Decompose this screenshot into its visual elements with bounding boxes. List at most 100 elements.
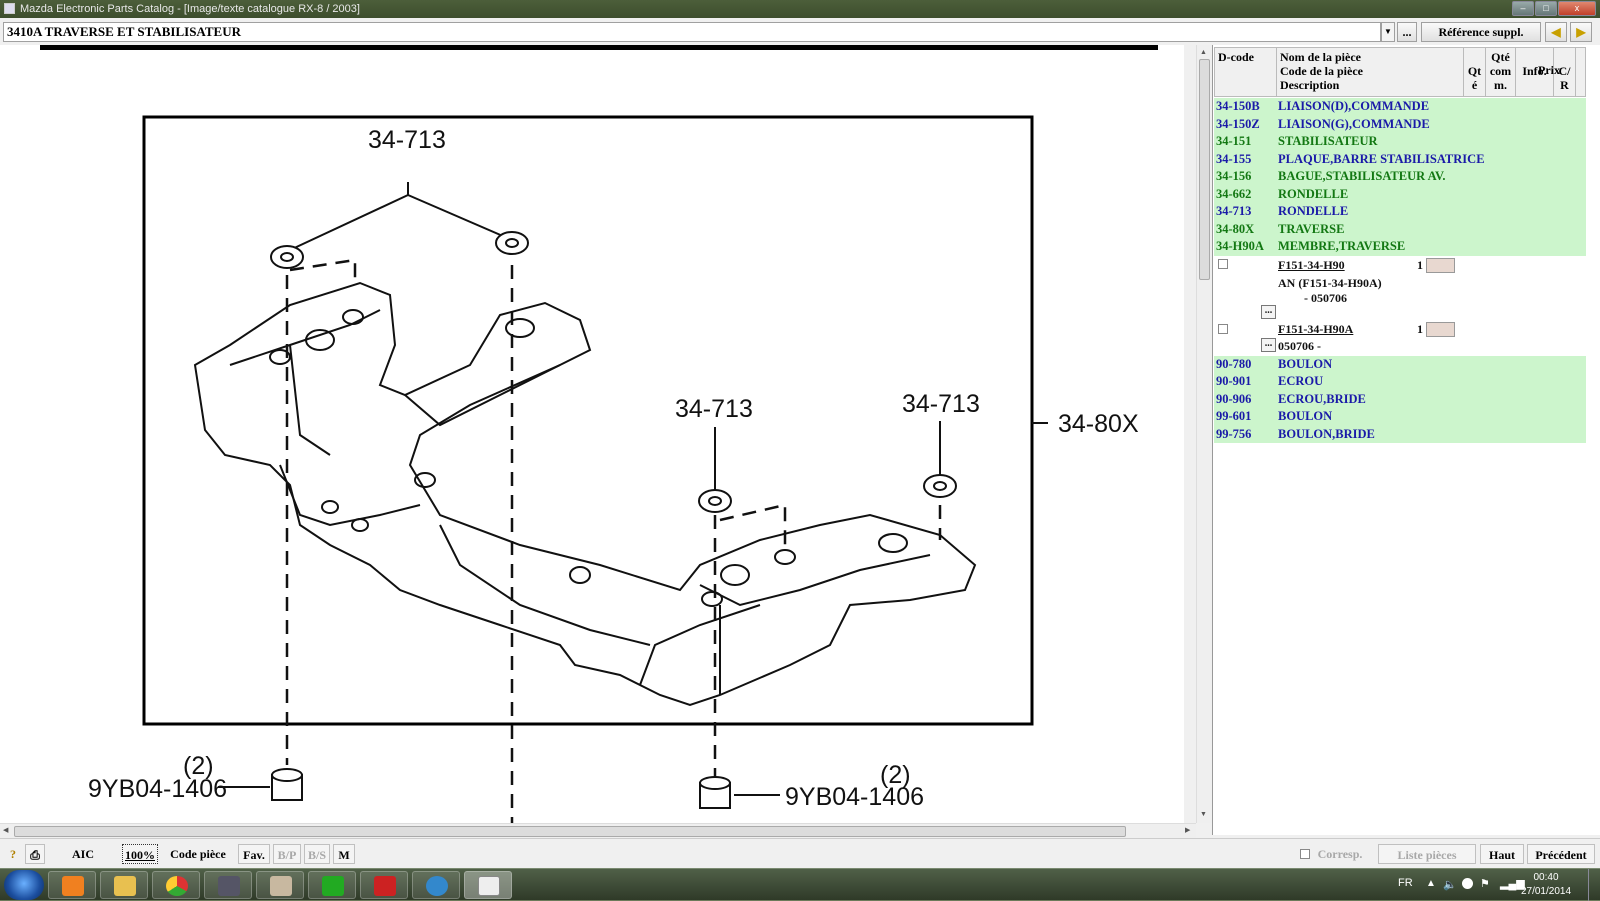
callout-labels: 34-713 34-713 34-713 34-80X (2) 9YB04-14… [88,126,1139,811]
washer-shapes [270,231,957,809]
print-icon[interactable]: ⎙ [25,844,45,864]
app-icon [4,3,15,14]
parts-diagram: 34-713 34-713 34-713 34-80X (2) 9YB04-14… [40,45,1158,835]
callout-mid-right[interactable]: 34-713 [902,390,980,418]
signal-icon[interactable]: ▂▄▆ [1500,878,1525,890]
forward-arrow-icon[interactable]: ▶ [1570,22,1592,42]
taskbar-pdf[interactable] [360,871,408,899]
taskbar-app[interactable] [412,871,460,899]
callout-mid-left[interactable]: 34-713 [675,395,753,423]
part-number-link[interactable]: F151-34-H90 [1278,257,1345,272]
part-desc-line1: 050706 - [1278,338,1321,353]
m-button[interactable]: M [333,844,355,864]
liste-pieces-button[interactable]: Liste pièces [1378,844,1476,864]
taskbar-download[interactable] [204,871,252,899]
reference-supplementaire-button[interactable]: Référence suppl. [1421,22,1541,42]
precedent-button[interactable]: Précédent [1527,844,1595,864]
select-checkbox[interactable] [1218,323,1228,334]
help-icon[interactable]: ? [10,847,16,861]
aic-button[interactable]: AIC [71,847,94,861]
back-arrow-icon[interactable]: ◀ [1545,22,1567,42]
callout-side[interactable]: 34-80X [1058,410,1139,438]
favorites-button[interactable]: Fav. [238,844,270,864]
row-dcode: 34-150B [1216,99,1260,113]
volume-icon[interactable]: 🔈 [1443,879,1457,891]
col-dcode[interactable]: D-code [1215,48,1277,96]
taskbar-media-player[interactable] [48,871,96,899]
taskbar-media-app[interactable] [308,871,356,899]
scroll-down-icon[interactable]: ▼ [1200,810,1207,818]
price-box[interactable] [1426,321,1455,337]
scroll-right-icon[interactable]: ▶ [1185,826,1191,834]
row-dcode: 34-H90A [1216,239,1264,253]
callout-right-part[interactable]: 9YB04-1406 [785,783,924,811]
horizontal-scrollbar[interactable]: ◀ ▶ [0,823,1196,838]
corresp-checkbox[interactable] [1300,849,1310,859]
action-center-icon[interactable]: ⚑ [1480,878,1490,890]
taskbar-explorer[interactable] [100,871,148,899]
haut-button[interactable]: Haut [1480,844,1524,864]
more-button[interactable]: ... [1397,22,1417,42]
show-hidden-icons-icon[interactable]: ▲ [1426,878,1436,889]
details-button[interactable]: ... [1261,304,1276,319]
col-qtecom[interactable]: Qté com m. [1486,48,1516,96]
zoom-button[interactable]: 100% [122,844,158,864]
callout-top[interactable]: 34-713 [368,126,446,154]
hscroll-thumb[interactable] [14,826,1126,837]
start-button[interactable] [4,870,44,900]
col-qte[interactable]: Qt é [1464,48,1486,96]
scroll-thumb[interactable] [1199,59,1210,280]
chevron-down-icon[interactable]: ▼ [1381,22,1395,42]
clock[interactable]: 00:40 27/01/2014 [1520,871,1572,899]
lightning-icon [426,876,448,896]
corresp-label: Corresp. [1317,847,1363,861]
bs-button[interactable]: B/S [304,844,330,864]
code-piece-button[interactable]: Code pièce [170,847,226,861]
taskbar-chrome[interactable] [152,871,200,899]
language-indicator[interactable]: FR [1398,877,1413,889]
folder-icon [114,876,136,896]
maximize-button[interactable]: □ [1535,1,1557,16]
section-select[interactable]: 3410A TRAVERSE ET STABILISATEUR [3,22,1381,42]
minimize-button[interactable]: – [1512,1,1534,16]
bp-button[interactable]: B/P [273,844,301,864]
col-prix[interactable] [1576,48,1585,96]
select-checkbox[interactable] [1218,258,1228,269]
col-name[interactable]: Nom de la pièce Code de la pièce Descrip… [1277,48,1464,96]
taskbar-paint[interactable] [256,871,304,899]
col-cr[interactable]: C/ R [1554,48,1576,96]
callout-left-part[interactable]: 9YB04-1406 [88,775,227,803]
network-status-icon[interactable] [1462,878,1473,889]
row-name: RONDELLE [1278,186,1349,201]
scroll-up-icon[interactable]: ▲ [1200,48,1207,56]
scroll-left-icon[interactable]: ◀ [3,826,9,834]
vertical-scrollbar[interactable]: ▲ ▼ [1196,45,1212,823]
taskbar-mazda-epc[interactable] [464,871,512,899]
callout-right-qty: (2) [880,761,911,789]
close-button[interactable]: x [1558,1,1596,16]
show-desktop-button[interactable] [1588,869,1600,901]
col-info[interactable]: Info. [1516,48,1554,96]
col-qtecom-line3: m. [1494,78,1507,92]
address-bar: 3410A TRAVERSE ET STABILISATEUR ▼ ... Ré… [0,21,1600,43]
diagram-frame [142,115,1034,726]
part-number-link[interactable]: F151-34-H90A [1278,321,1354,336]
row-dcode: 34-155 [1216,151,1252,166]
price-box[interactable] [1426,257,1455,273]
details-button[interactable]: ... [1261,337,1276,352]
